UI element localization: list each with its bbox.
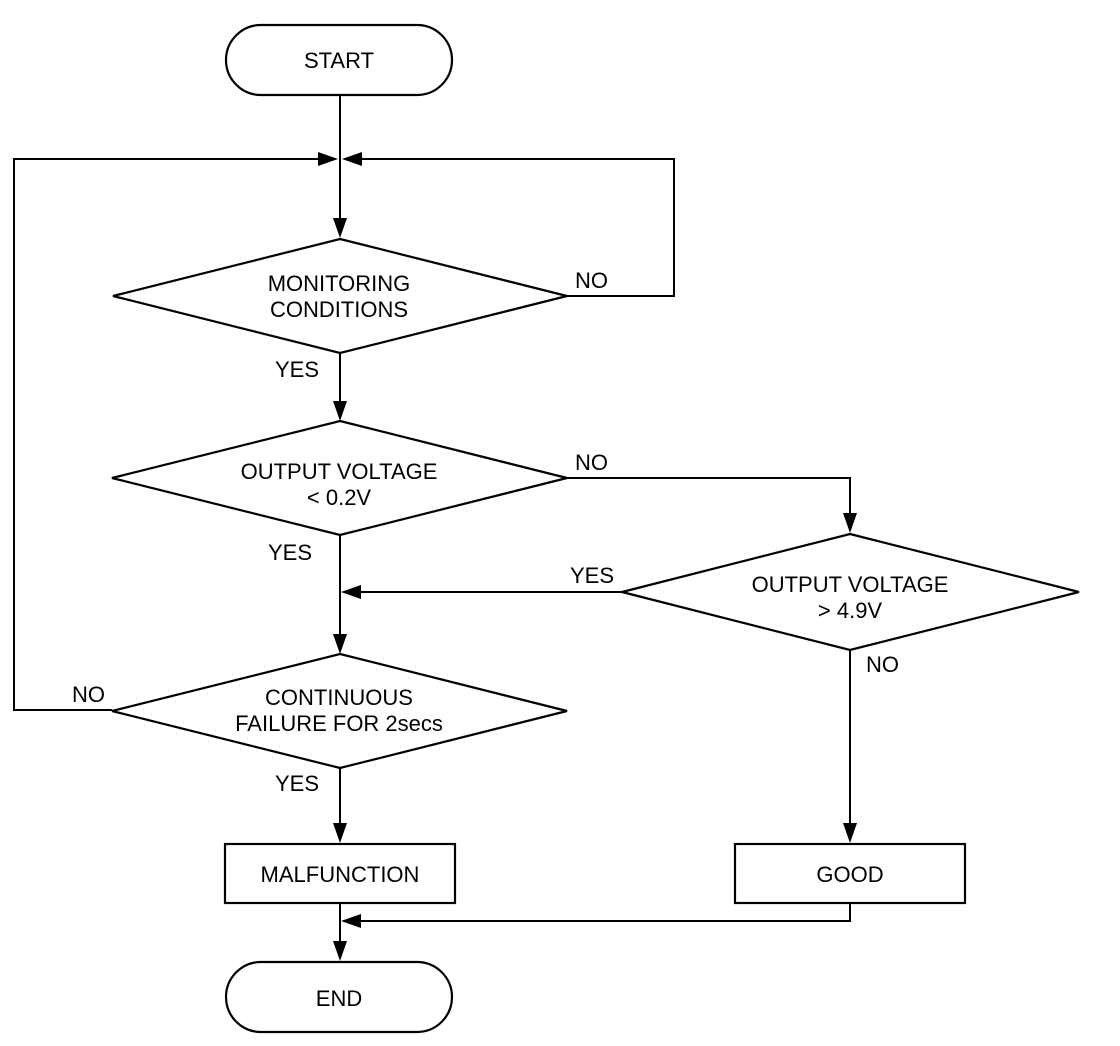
- arrowhead-into-high-voltage: [843, 513, 857, 533]
- start-terminal: [224, 23, 454, 97]
- low-voltage-no-label: NO: [575, 450, 608, 475]
- good-box: [733, 842, 967, 905]
- good-label: GOOD: [816, 862, 883, 887]
- continuous-no-label: NO: [72, 682, 105, 707]
- edge-monitoring-no-loop: [358, 158, 675, 297]
- arrowhead-into-monitoring: [333, 218, 347, 238]
- monitoring-label-line2: CONDITIONS: [270, 297, 408, 322]
- arrowhead-good-to-end: [341, 914, 361, 928]
- malfunction-box: [223, 842, 457, 905]
- high-voltage-label-line1: OUTPUT VOLTAGE: [752, 572, 949, 597]
- arrowhead-into-end: [333, 941, 347, 961]
- continuous-yes-label: YES: [275, 771, 319, 796]
- output-voltage-low-decision: [111, 419, 568, 537]
- low-voltage-yes-label: YES: [268, 540, 312, 565]
- end-terminal: [224, 960, 454, 1034]
- monitoring-label-line1: MONITORING: [268, 271, 411, 296]
- arrowhead-monitoring-loop: [342, 152, 362, 166]
- monitoring-yes-label: YES: [275, 357, 319, 382]
- arrowhead-into-good: [843, 823, 857, 843]
- output-voltage-high-decision: [621, 532, 1080, 652]
- arrowhead-into-low-voltage: [333, 401, 347, 421]
- edge-good-to-end: [358, 903, 851, 922]
- high-voltage-label-line2: > 4.9V: [818, 598, 883, 623]
- arrowhead-into-continuous: [333, 634, 347, 654]
- low-voltage-label-line1: OUTPUT VOLTAGE: [241, 459, 438, 484]
- edge-continuous-no-loop: [13, 158, 322, 711]
- edge-low-voltage-no: [567, 477, 851, 516]
- continuous-label-line2: FAILURE FOR 2secs: [235, 711, 443, 736]
- end-label: END: [316, 986, 362, 1011]
- low-voltage-label-line2: < 0.2V: [307, 485, 372, 510]
- arrowhead-continuous-loop: [318, 152, 338, 166]
- monitoring-conditions-decision: [112, 237, 568, 355]
- arrowhead-into-malfunction: [333, 823, 347, 843]
- malfunction-label: MALFUNCTION: [261, 862, 420, 887]
- start-label: START: [304, 48, 374, 73]
- high-voltage-yes-label: YES: [570, 563, 614, 588]
- continuous-label-line1: CONTINUOUS: [265, 685, 413, 710]
- continuous-failure-decision: [111, 652, 568, 770]
- arrowhead-high-voltage-yes: [341, 585, 361, 599]
- high-voltage-no-label: NO: [866, 652, 899, 677]
- monitoring-no-label: NO: [575, 268, 608, 293]
